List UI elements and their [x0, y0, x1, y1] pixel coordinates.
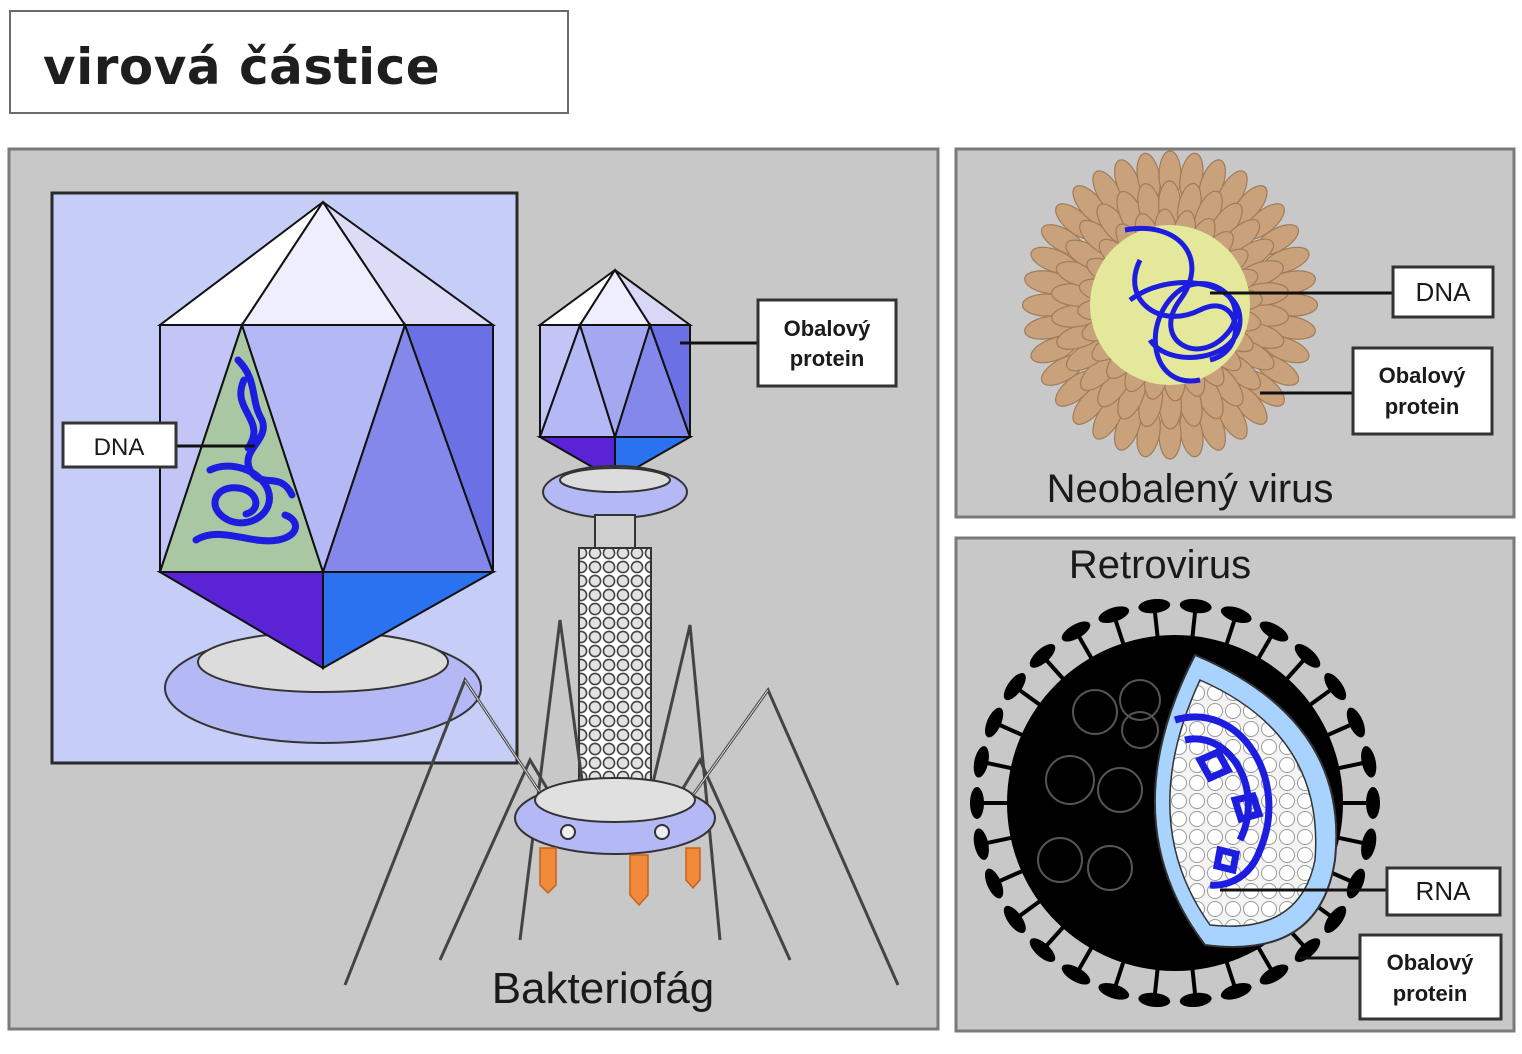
spike-head [984, 707, 1004, 738]
spike-head [1138, 992, 1171, 1008]
coat-label-line2: protein [790, 346, 865, 371]
phage-head [536, 268, 694, 482]
tail-sheath [578, 547, 652, 811]
spike-head [970, 787, 984, 819]
retrovirus-caption: Retrovirus [1069, 543, 1251, 587]
title-box: virová částice [9, 10, 569, 114]
spike-head [1098, 983, 1130, 1000]
spike-head [1294, 938, 1321, 963]
spike-head [1061, 621, 1091, 642]
dna-label-2: DNA [1210, 265, 1495, 319]
coat-protein-label: Obalový protein [680, 298, 898, 388]
phage-neck [594, 514, 636, 551]
retrovirus-panel: Retrovirus RNA Obalový pro [954, 536, 1516, 1033]
spike-head [1366, 787, 1380, 819]
spike-head [973, 828, 989, 860]
tail-pins [539, 847, 701, 907]
spike-head [1061, 964, 1091, 985]
dna-strand [192, 356, 299, 545]
coat-label-3-line2: protein [1393, 981, 1468, 1006]
dna-coil [1124, 226, 1243, 384]
non-enveloped-caption: Neobalený virus [1047, 467, 1334, 511]
surface-knobs [1037, 679, 1161, 891]
bacteriophage-panel: DNA Obalový protein Bakteriofág [7, 147, 940, 1031]
spike-head [1294, 643, 1321, 668]
spike-head [1029, 643, 1056, 668]
spike-head [1220, 983, 1252, 1000]
spike-head [1346, 707, 1366, 738]
bacteriophage-caption: Bakteriofág [492, 964, 715, 1013]
capsid-inset [50, 191, 519, 765]
spike-head [1361, 746, 1377, 778]
dna-label-text: DNA [94, 434, 145, 461]
non-enveloped-panel: DNA Obalový protein Neobalený virus [954, 147, 1516, 519]
spike-head [1220, 606, 1252, 623]
rna-label: RNA [1220, 866, 1502, 917]
dna-label-2-text: DNA [1416, 277, 1472, 307]
page-title: virová částice [43, 38, 441, 96]
rna-strand [1173, 713, 1273, 889]
spike-head [1179, 598, 1212, 614]
base-plate [514, 777, 716, 855]
coat-label-2-line2: protein [1385, 394, 1460, 419]
spike-head [984, 868, 1004, 899]
spike-head [1179, 992, 1212, 1008]
coat-label-2-line1: Obalový [1379, 363, 1467, 388]
coat-protein-label-2: Obalový protein [1260, 346, 1494, 436]
rna-label-text: RNA [1416, 876, 1472, 906]
spike-head [1259, 621, 1289, 642]
coat-protein-label-3: Obalový protein [1300, 933, 1503, 1021]
phage-collar [542, 465, 688, 519]
spike-head [1098, 606, 1130, 623]
spike-head [1361, 828, 1377, 860]
spike-head [1324, 673, 1347, 701]
spike-head [1259, 964, 1289, 985]
coat-label-line1: Obalový [784, 316, 872, 341]
spike-head [1324, 905, 1347, 933]
spike-head [973, 746, 989, 778]
dna-core [1090, 225, 1250, 385]
spike-head [1029, 938, 1056, 963]
spike-head [1003, 905, 1026, 933]
coat-label-3-line1: Obalový [1387, 950, 1475, 975]
spike-head [1003, 673, 1026, 701]
dna-label: DNA [61, 421, 255, 469]
spike-head [1138, 598, 1171, 614]
